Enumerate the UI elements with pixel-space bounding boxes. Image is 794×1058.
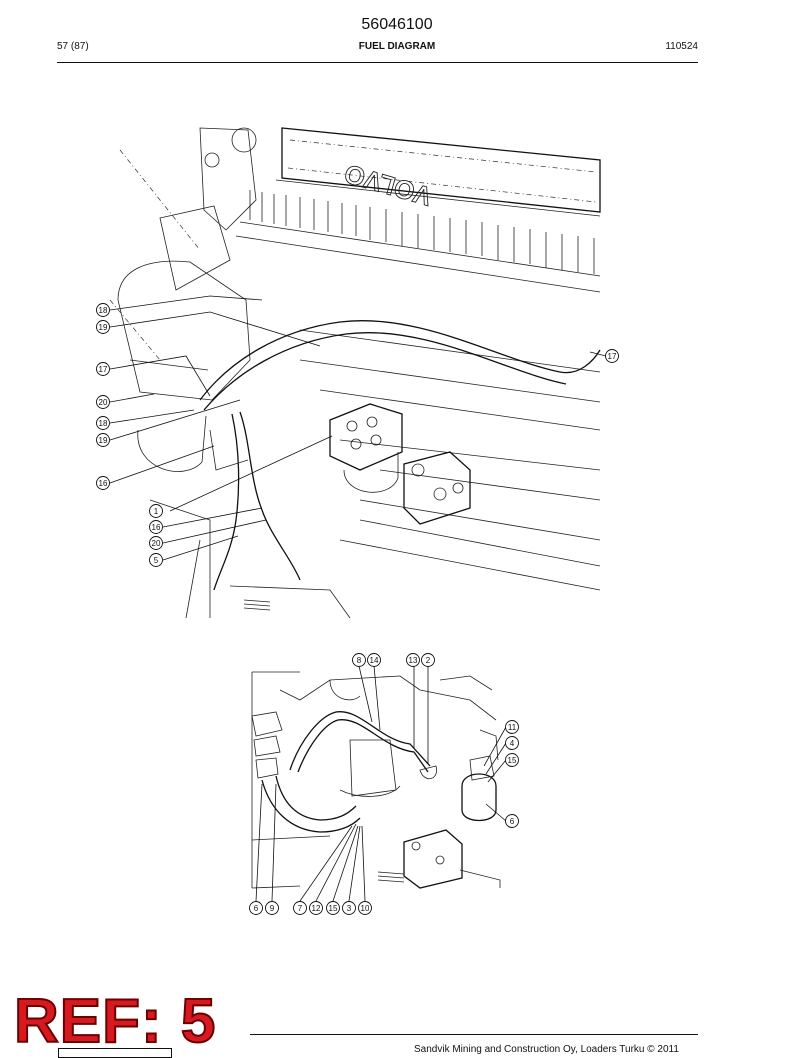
svg-text:6: 6 <box>510 817 515 826</box>
page-title: FUEL DIAGRAM <box>358 41 436 52</box>
callout-4: 4 <box>505 736 519 750</box>
svg-text:6: 6 <box>254 904 259 913</box>
page-count: 57 (87) <box>57 41 89 52</box>
svg-text:15: 15 <box>329 904 338 913</box>
svg-text:19: 19 <box>99 436 108 445</box>
callout-18: 18 <box>96 416 110 430</box>
engine-illustration: VOLVO <box>109 127 601 619</box>
svg-text:5: 5 <box>154 556 159 565</box>
callout-13: 13 <box>406 653 420 667</box>
svg-text:12: 12 <box>312 904 321 913</box>
callout-17: 17 <box>96 362 110 376</box>
svg-text:20: 20 <box>152 539 161 548</box>
svg-text:4: 4 <box>510 739 515 748</box>
svg-text:18: 18 <box>99 419 108 428</box>
callout-15: 15 <box>326 901 340 915</box>
callout-15: 15 <box>505 753 519 767</box>
svg-text:10: 10 <box>361 904 370 913</box>
svg-text:8: 8 <box>357 656 362 665</box>
svg-text:2: 2 <box>426 656 431 665</box>
svg-text:9: 9 <box>270 904 275 913</box>
top-callouts: 18 19 17 20 18 19 16 1 16 20 5 17 <box>96 303 619 567</box>
svg-text:14: 14 <box>370 656 379 665</box>
svg-text:17: 17 <box>608 352 617 361</box>
callout-16: 16 <box>149 520 163 534</box>
callout-2: 2 <box>421 653 435 667</box>
callout-19: 19 <box>96 320 110 334</box>
callout-20: 20 <box>149 536 163 550</box>
callout-6: 6 <box>249 901 263 915</box>
callout-5: 5 <box>149 553 163 567</box>
callout-9: 9 <box>265 901 279 915</box>
top-callout-leaders <box>109 295 607 561</box>
detail-illustration <box>251 671 501 889</box>
svg-text:18: 18 <box>99 306 108 315</box>
svg-text:20: 20 <box>99 398 108 407</box>
detail-callout-leaders <box>255 665 507 902</box>
callout-12: 12 <box>309 901 323 915</box>
svg-text:15: 15 <box>508 756 517 765</box>
callout-6: 6 <box>505 814 519 828</box>
document-date: 110524 <box>665 41 698 52</box>
svg-text:7: 7 <box>298 904 303 913</box>
document-number: 56046100 <box>361 16 433 33</box>
svg-text:19: 19 <box>99 323 108 332</box>
callout-19: 19 <box>96 433 110 447</box>
svg-text:16: 16 <box>99 479 108 488</box>
svg-text:17: 17 <box>99 365 108 374</box>
callout-20: 20 <box>96 395 110 409</box>
callout-14: 14 <box>367 653 381 667</box>
svg-text:16: 16 <box>152 523 161 532</box>
footer-copyright: Sandvik Mining and Construction Oy, Load… <box>414 1044 679 1055</box>
callout-8: 8 <box>352 653 366 667</box>
svg-text:3: 3 <box>347 904 352 913</box>
detail-callouts: 8 14 13 2 11 4 15 6 6 9 7 12 15 3 10 <box>249 653 519 915</box>
company-logo <box>58 1048 172 1058</box>
header-rule <box>57 62 698 63</box>
callout-3: 3 <box>342 901 356 915</box>
ref-stamp: REF: 5 <box>13 986 217 1057</box>
callout-16: 16 <box>96 476 110 490</box>
footer-rule <box>250 1034 698 1035</box>
callout-1: 1 <box>149 504 163 518</box>
callout-10: 10 <box>358 901 372 915</box>
callout-11: 11 <box>505 720 519 734</box>
callout-7: 7 <box>293 901 307 915</box>
engine-brand-text: VOLVO <box>341 158 435 211</box>
svg-text:11: 11 <box>508 723 517 732</box>
svg-text:1: 1 <box>154 507 159 516</box>
callout-18: 18 <box>96 303 110 317</box>
callout-17: 17 <box>605 349 619 363</box>
svg-text:13: 13 <box>409 656 418 665</box>
